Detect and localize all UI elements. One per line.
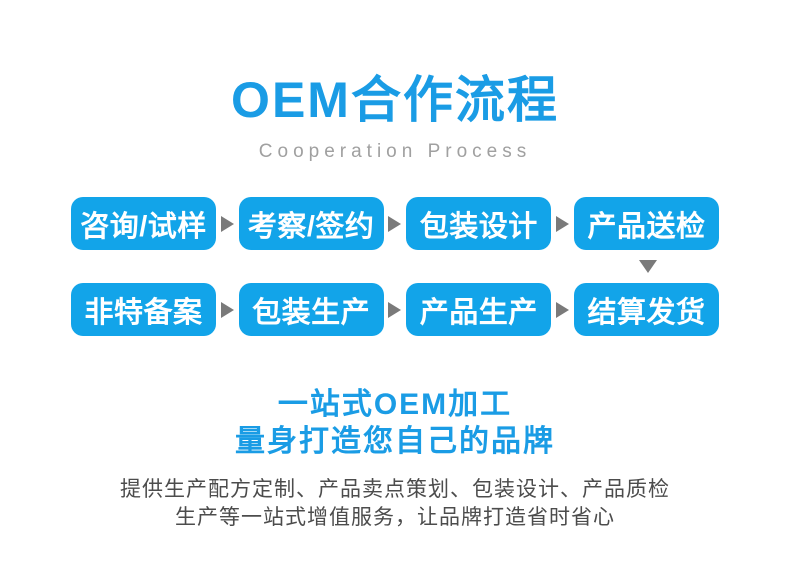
arrow-right-icon — [388, 215, 402, 232]
description-line-1: 提供生产配方定制、产品卖点策划、包装设计、产品质检 — [120, 478, 670, 502]
arrow-right-icon — [556, 215, 570, 232]
tagline: 一站式OEM加工 量身打造您自己的品牌 — [0, 386, 790, 460]
tagline-line-1: 一站式OEM加工 — [277, 388, 513, 422]
service-description: 提供生产配方定制、产品卖点策划、包装设计、产品质检 生产等一站式增值服务，让品牌… — [0, 476, 790, 532]
page-title: OEM合作流程 — [231, 72, 559, 128]
flow-row-1: 咨询/试样 考察/签约 包装设计 产品送检 — [71, 197, 719, 251]
arrow-right-icon — [388, 301, 402, 318]
step-product-production: 产品生产 — [406, 283, 552, 337]
page-subtitle: Cooperation Process — [258, 140, 532, 162]
arrow-down-icon — [639, 260, 657, 274]
step-package-design: 包装设计 — [406, 197, 552, 251]
row-connector — [71, 250, 719, 283]
step-consult-sample: 咨询/试样 — [71, 197, 216, 251]
arrow-right-icon — [220, 215, 234, 232]
step-settlement-shipping: 结算发货 — [573, 283, 719, 337]
step-package-production: 包装生产 — [238, 283, 384, 337]
header: OEM合作流程 Cooperation Process — [0, 0, 790, 163]
step-product-inspection: 产品送检 — [573, 197, 719, 251]
tagline-line-2: 量身打造您自己的品牌 — [235, 425, 555, 459]
flow-row-2: 非特备案 包装生产 产品生产 结算发货 — [71, 283, 719, 337]
arrow-right-icon — [220, 301, 234, 318]
flow-diagram: 咨询/试样 考察/签约 包装设计 产品送检 非特备案 包装生产 产品生产 结算发… — [71, 197, 719, 337]
step-non-special-filing: 非特备案 — [71, 283, 216, 337]
step-inspect-sign: 考察/签约 — [238, 197, 384, 251]
arrow-right-icon — [556, 301, 570, 318]
description-line-2: 生产等一站式增值服务，让品牌打造省时省心 — [175, 506, 615, 530]
